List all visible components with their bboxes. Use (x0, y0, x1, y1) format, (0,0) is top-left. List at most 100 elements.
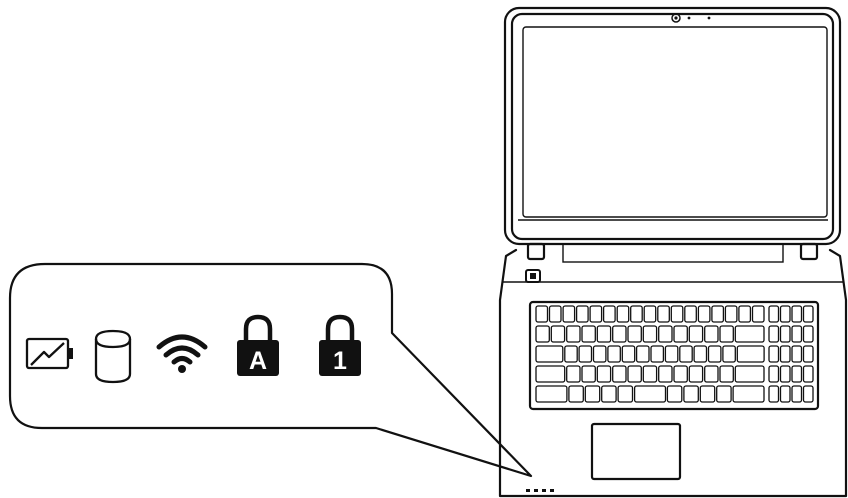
keyboard-key (602, 305, 616, 323)
keyboard-key (683, 385, 699, 403)
caps-lock-icon: A (237, 314, 279, 376)
num-lock-glyph: 1 (333, 347, 347, 375)
keyboard-key (584, 385, 601, 403)
keyboard-key (642, 365, 658, 383)
keyboard-key (568, 385, 584, 403)
keyboard-key (679, 345, 693, 363)
keyboard-key (650, 345, 665, 363)
keyboard-key (566, 325, 581, 343)
keyboard-key (581, 365, 596, 383)
keyboard-key (688, 365, 704, 383)
status-led (526, 489, 530, 492)
keyboard-key (734, 325, 765, 343)
keyboard-key (562, 305, 576, 323)
numpad-key (768, 305, 780, 323)
numpad-key (791, 345, 803, 363)
keyboard-key (724, 305, 738, 323)
numpad-key (768, 345, 780, 363)
numpad-key (768, 325, 780, 343)
keyboard-key (535, 365, 566, 383)
touchpad (590, 422, 682, 481)
keyboard-key (719, 325, 734, 343)
keyboard-key (601, 385, 617, 403)
keyboard-key (535, 305, 549, 323)
indicator-callout: A 1 (8, 262, 533, 478)
keyboard-key (719, 365, 734, 383)
numpad-key (791, 365, 803, 383)
numpad-key (779, 345, 791, 363)
keyboard-key (581, 325, 596, 343)
keyboard-key (592, 345, 607, 363)
numpad-key (768, 385, 780, 403)
keyboard-key (697, 305, 711, 323)
keyboard-key (548, 305, 562, 323)
status-led (550, 489, 554, 492)
numpad-key (802, 365, 814, 383)
keyboard-key (643, 305, 657, 323)
numpad-key (791, 305, 803, 323)
keyboard-key (704, 325, 719, 343)
numpad-key (768, 365, 780, 383)
keyboard (528, 300, 820, 411)
keyboard-key (736, 345, 765, 363)
keyboard-key (617, 385, 634, 403)
keyboard-key (738, 305, 752, 323)
numpad-key (802, 345, 814, 363)
wifi-icon (156, 334, 208, 373)
keyboard-key (670, 305, 684, 323)
keyboard-key (751, 305, 765, 323)
keyboard-key (616, 305, 630, 323)
keyboard-key (535, 345, 564, 363)
hinges (526, 242, 819, 263)
keyboard-key (688, 325, 704, 343)
battery-charge-icon (25, 337, 73, 370)
keyboard-key (612, 365, 627, 383)
keyboard-key (684, 305, 697, 323)
keyboard-key (734, 365, 765, 383)
numpad-key (802, 325, 814, 343)
keyboard-key (658, 325, 673, 343)
laptop-base (498, 248, 848, 498)
keyboard-key (711, 305, 725, 323)
keyboard-key (621, 345, 636, 363)
numpad-key (779, 365, 791, 383)
keyboard-key (633, 385, 667, 403)
keyboard-key (596, 365, 612, 383)
keyboard-key (630, 305, 643, 323)
keyboard-key (666, 385, 683, 403)
keyboard-key (642, 325, 658, 343)
numpad-key (779, 325, 791, 343)
numpad-key (791, 385, 803, 403)
keyboard-key (596, 325, 612, 343)
keyboard-key (607, 345, 621, 363)
keyboard-key (673, 365, 688, 383)
keyboard-key (627, 325, 642, 343)
keyboard-key (550, 325, 566, 343)
keyboard-key (664, 345, 679, 363)
webcam (671, 13, 711, 23)
numpad-key (802, 385, 814, 403)
power-button (525, 269, 541, 283)
keyboard-key (707, 345, 722, 363)
numpad-key (791, 325, 803, 343)
numpad-key (779, 385, 791, 403)
keyboard-key (566, 365, 581, 383)
keyboard-key (635, 345, 650, 363)
keyboard-key (627, 365, 642, 383)
keyboard-key (535, 385, 568, 403)
keyboard-key (575, 305, 589, 323)
status-led (534, 489, 538, 492)
caps-lock-glyph: A (249, 347, 267, 375)
keyboard-key (722, 345, 736, 363)
num-lock-icon: 1 (319, 314, 361, 376)
keyboard-key (673, 325, 688, 343)
laptop-lid (503, 6, 842, 246)
status-led (542, 489, 546, 492)
keyboard-key (657, 305, 670, 323)
laptop (498, 6, 848, 498)
keyboard-key (589, 305, 603, 323)
numpad-key (802, 305, 814, 323)
keyboard-key (658, 365, 673, 383)
hard-drive-icon (94, 329, 132, 384)
